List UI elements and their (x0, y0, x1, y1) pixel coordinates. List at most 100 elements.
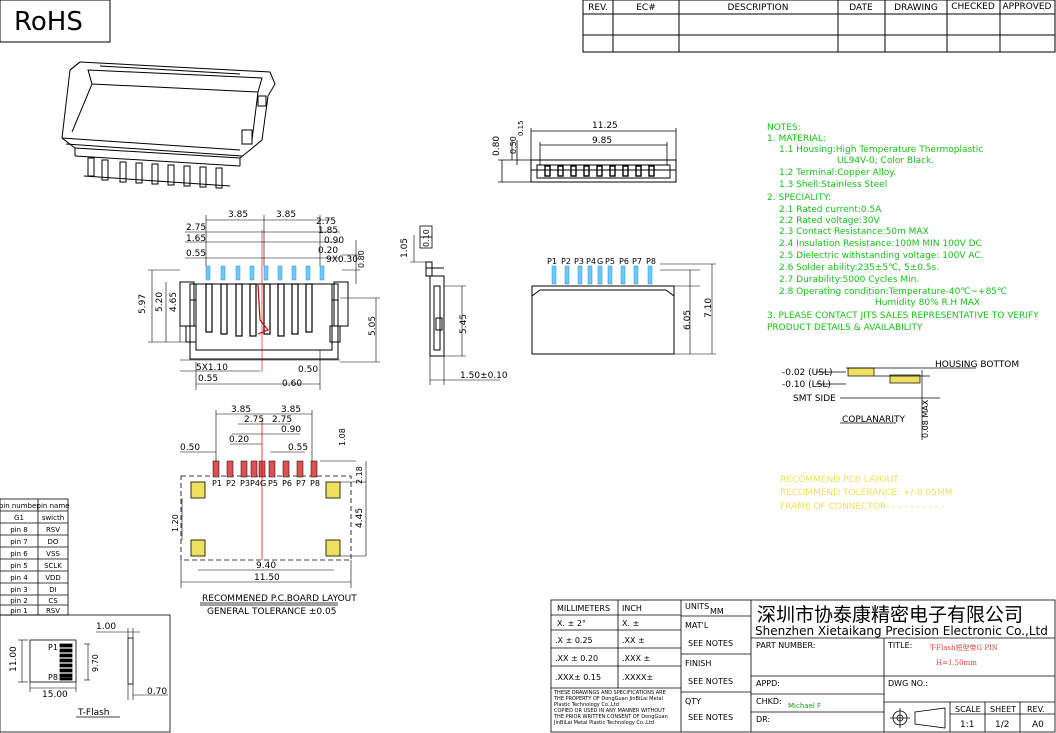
pin-label-p6: P6 (619, 257, 629, 266)
pcb-layout-tolerance: GENERAL TOLERANCE ±0.05 (207, 607, 336, 617)
notes-line-9: 2.3 Contact Resistance:50m MAX (779, 227, 929, 237)
pin-table-row-name: VSS (46, 550, 60, 558)
coplanarity-max: 0.08 MAX (921, 399, 930, 438)
coplanarity-label: COPLANARITY (842, 415, 905, 425)
tb-company-cn: 深圳市协泰康精密电子有限公司 (757, 604, 1023, 626)
notes-line-12: 2.6 Solder ability:235±5℃, 5±0.5s. (779, 263, 939, 273)
tb-units: UNITS (685, 602, 709, 611)
front-view (498, 128, 677, 183)
pin-table-row-name: RSV (46, 607, 60, 615)
date-header: DATE (849, 3, 873, 13)
notes-line-5: 1.3 Shell:Stainless Steel (779, 180, 887, 190)
pin-table-row-number: pin 7 (10, 538, 28, 546)
tb-title-line1: T-Flash短型带G PIN (930, 643, 998, 652)
notes-line-13: 2.7 Durability:5000 Cycles Min. (779, 275, 919, 285)
tb-rev: A0 (1032, 720, 1044, 730)
tb-qty: QTY (685, 697, 701, 706)
pcb-pin-p2: P2 (226, 479, 236, 488)
tflash-dim-100: 1.00 (96, 622, 116, 632)
notes-line-15: Humidity 80% R.H MAX (875, 298, 980, 308)
pin-table-row-number: pin 2 (10, 597, 28, 605)
dim-top-275-left: 2.75 (186, 223, 206, 233)
tb-tol-3-mm: .XXX± 0.15 (555, 673, 601, 682)
tb-scale-label: SCALE (955, 705, 981, 714)
pin-table-row-name: DI (49, 586, 56, 594)
dim-pcb-120: 1.20 (171, 514, 180, 532)
pin-table-row-name: SCLK (44, 562, 62, 570)
dim-pcb-020: 0.20 (229, 435, 249, 445)
pin-label-p1: P1 (547, 257, 557, 266)
tb-sheet-label: SHEET (990, 705, 1016, 714)
tb-copyright-0: THESE DRAWINGS AND SPECIFICATIONS ARE (553, 690, 666, 696)
tb-tol-3-in: .XXXX± (622, 673, 653, 682)
tflash-p8-label: P8 (48, 673, 58, 682)
notes-line-2: 1.1 Housing:High Temperature Thermoplast… (779, 145, 983, 155)
tb-sheet: 1/2 (995, 720, 1009, 730)
dim-side-150: 1.50±0.10 (460, 371, 508, 381)
dim-top-385-left: 3.85 (228, 210, 248, 220)
dim-side-105: 1.05 (400, 238, 410, 258)
pin-table-row-number: G1 (14, 514, 24, 522)
dim-side-010: 0.10 (422, 229, 431, 247)
pin-table-row-name: CS (48, 597, 58, 605)
pin-table-row-number: pin 8 (10, 526, 28, 534)
approved-header: APPROVED (1003, 2, 1052, 12)
dim-front-015: 0.15 (517, 120, 525, 136)
tb-appd: APPD: (756, 679, 780, 688)
pin-label-p8: P8 (646, 257, 656, 266)
pin-table-row-number: pin 1 (10, 607, 28, 615)
title-block (550, 599, 1056, 733)
pcb-pin-p3: P3 (240, 479, 250, 488)
pcb-pin-g: G (260, 479, 266, 488)
pin-table-row-number: pin 5 (10, 562, 28, 570)
tflash-dim-070: 0.70 (147, 687, 167, 697)
tflash-caption: T-Flash (77, 708, 110, 718)
tb-tol-2-in: .XXX ± (622, 654, 650, 663)
dim-pcb-385-left: 3.85 (231, 405, 251, 415)
dim-pcb-050: 0.50 (180, 443, 200, 453)
tb-part-number: PART NUMBER: (756, 641, 815, 650)
revision-table (582, 0, 1056, 53)
pin-table-row-name: DO (48, 538, 59, 546)
tb-millimeters: MILLIMETERS (557, 604, 610, 613)
tb-inch: INCH (622, 604, 642, 613)
dim-top-060: 0.60 (282, 379, 302, 389)
pcb-layout-caption: RECOMMENED P.C.BOARD LAYOUT (202, 594, 357, 604)
tb-units-value: MM (710, 607, 724, 616)
tb-tol-x-mm: X. ± 2° (557, 619, 586, 628)
back-view (531, 263, 716, 355)
dim-top-050-bottom: 0.50 (298, 365, 318, 375)
tflash-dim-970: 9.70 (91, 654, 100, 672)
pcb-pin-p1: P1 (212, 479, 222, 488)
coplanarity-usl: -0.02 (USL) (782, 368, 832, 378)
rohs-box: RoHS (0, 0, 111, 43)
dim-top-520: 5.20 (155, 292, 165, 312)
pin-label-p4: P4 (586, 257, 596, 266)
dim-top-5x110: 5X1.10 (196, 363, 228, 373)
coplanarity-housing-bottom: HOUSING BOTTOM (935, 360, 1019, 370)
dim-pcb-445: 4.45 (355, 508, 365, 528)
notes-line-4: 1.2 Terminal:Copper Alloy. (779, 168, 896, 178)
dim-back-710: 7.10 (704, 298, 714, 318)
rev-header: REV. (588, 3, 608, 13)
pcb-pin-p8: P8 (310, 479, 320, 488)
recommend-line-2: FRAME OF CONNECTOR- - - - - - - - - - (780, 502, 944, 512)
dim-top-385-right: 3.85 (276, 210, 296, 220)
dim-top-597: 5.97 (138, 294, 148, 314)
tb-see-notes-2: SEE NOTES (688, 677, 733, 686)
drawing-header: DRAWING (894, 3, 938, 13)
isometric-view (61, 61, 276, 189)
tb-finish: FINISH (685, 659, 711, 668)
tflash-dim-1500: 15.00 (42, 690, 68, 700)
dim-pcb-090: 0.90 (281, 425, 301, 435)
notes-line-7: 2.1 Rated current:0.5A (779, 205, 882, 215)
notes-line-1: 1. MATERIAL: (767, 134, 826, 144)
pin-label-p7: P7 (632, 257, 642, 266)
tb-copyright-3: COPIED OR USED IN ANY MANNER WITHOUT (554, 708, 666, 714)
pcb-pin-p7: P7 (296, 479, 306, 488)
pin-table-row-name: RSV (46, 526, 60, 534)
top-view (179, 281, 349, 360)
tb-chkd: CHKD: (756, 697, 782, 706)
dim-pcb-385-right: 3.85 (281, 405, 301, 415)
